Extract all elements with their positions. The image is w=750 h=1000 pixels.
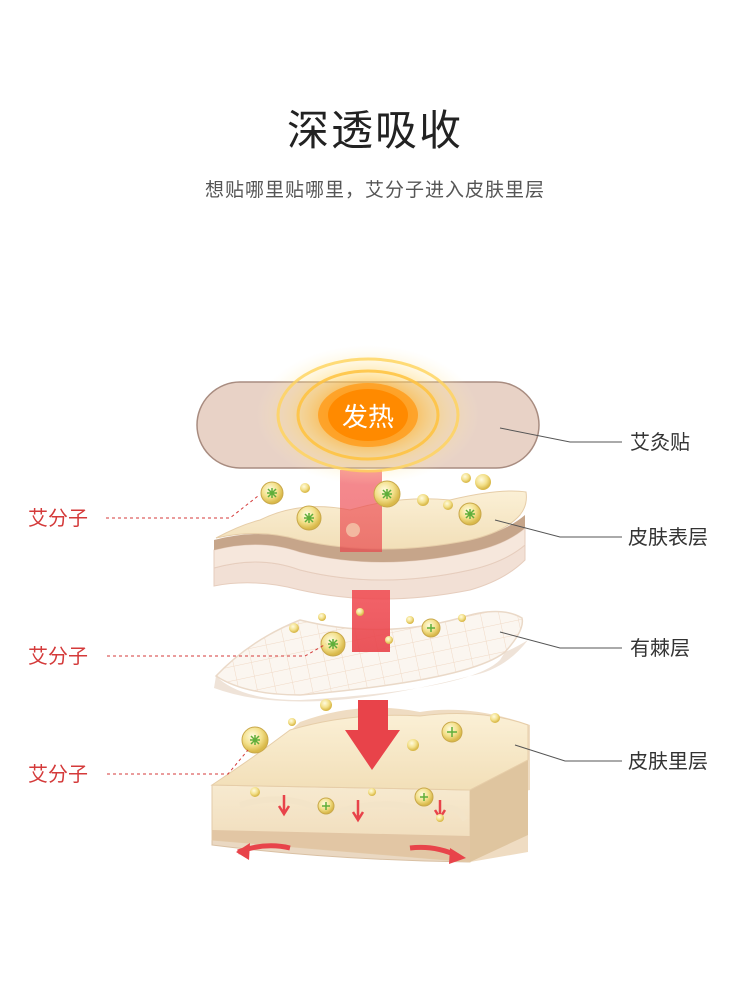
- label-skin-surface: 皮肤表层: [628, 525, 708, 549]
- label-moxa-patch: 艾灸贴: [630, 430, 690, 454]
- moxa-molecules: [241, 473, 500, 822]
- label-molecule-1: 艾分子: [28, 506, 88, 530]
- page-title: 深透吸收: [286, 106, 463, 155]
- label-skin-deep-layer: 皮肤里层: [628, 749, 708, 773]
- moxa-patch-illustration: [196, 345, 540, 485]
- label-molecule-2: 艾分子: [28, 644, 88, 668]
- heat-label: 发热: [342, 403, 394, 433]
- label-molecule-3: 艾分子: [28, 762, 88, 786]
- leader-lines: [106, 427, 622, 775]
- label-spinous-layer: 有棘层: [630, 636, 690, 660]
- page-subtitle: 想贴哪里贴哪里，艾分子进入皮肤里层: [204, 179, 545, 201]
